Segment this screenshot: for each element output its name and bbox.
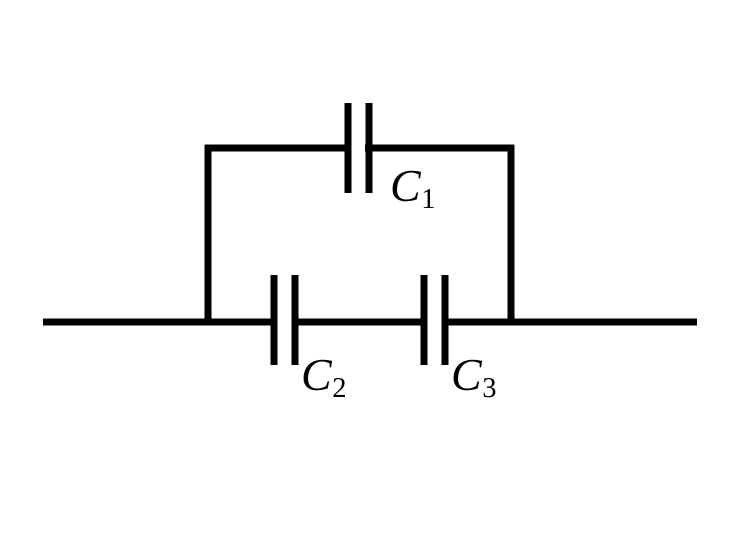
capacitor-c2-label-letter: C xyxy=(301,349,332,400)
capacitor-c3-symbol xyxy=(420,275,449,365)
capacitor-c2-symbol xyxy=(270,275,299,365)
capacitor-c1-label-subscript: 1 xyxy=(421,184,436,216)
capacitor-c2-label: C2 xyxy=(301,349,347,404)
wire-group xyxy=(43,144,697,326)
capacitor-c3-label-subscript: 3 xyxy=(482,373,497,405)
capacitor-c1-symbol xyxy=(344,103,373,193)
capacitor-c3-label-letter: C xyxy=(451,349,482,400)
capacitor-c2-label-subscript: 2 xyxy=(332,373,347,405)
capacitor-c1-label-letter: C xyxy=(390,160,421,211)
capacitor-c3-label: C3 xyxy=(451,349,497,404)
capacitor-c1-label: C1 xyxy=(390,160,436,215)
